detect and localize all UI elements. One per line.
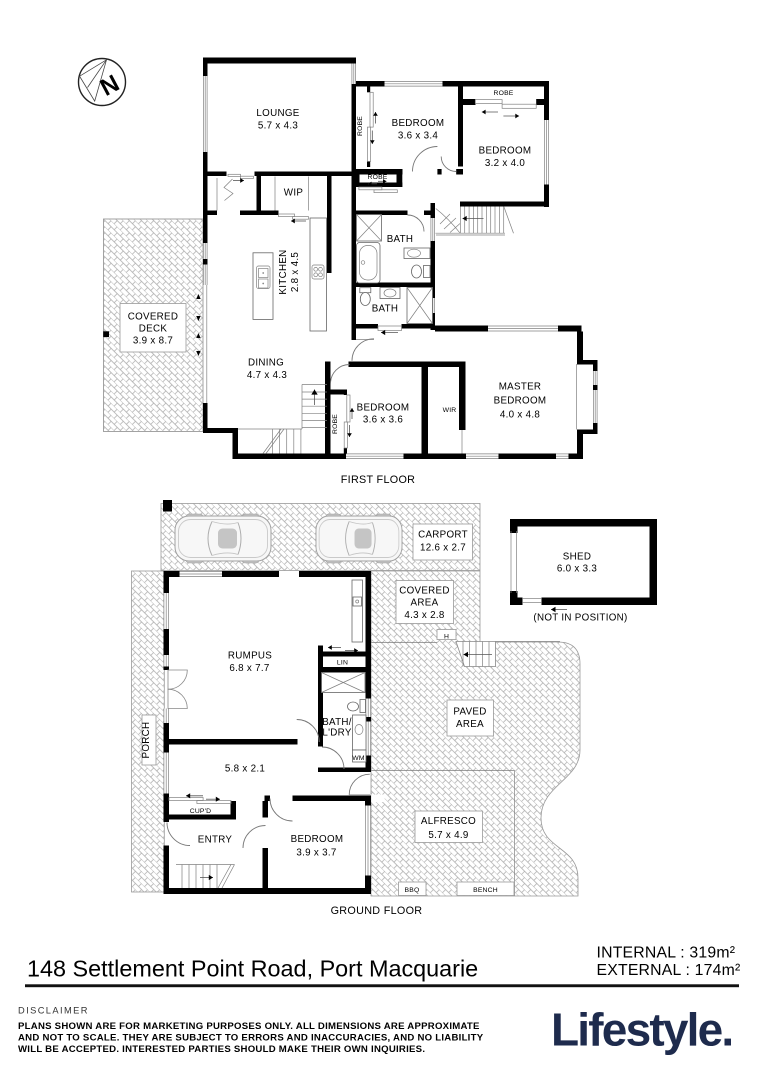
svg-text:2.8 x 4.5: 2.8 x 4.5	[290, 252, 301, 293]
svg-text:WIR: WIR	[443, 407, 457, 414]
svg-text:PLANS SHOWN ARE FOR MARKETING: PLANS SHOWN ARE FOR MARKETING PURPOSES O…	[18, 1021, 480, 1032]
svg-text:BATH: BATH	[387, 234, 414, 245]
svg-text:WM: WM	[352, 755, 365, 762]
svg-text:ROBE: ROBE	[493, 90, 513, 97]
svg-text:3.2 x 4.0: 3.2 x 4.0	[485, 158, 526, 169]
svg-text:PORCH: PORCH	[141, 722, 152, 759]
svg-text:148 Settlement Point Road, Por: 148 Settlement Point Road, Port Macquari…	[27, 956, 478, 982]
svg-text:4.7 x 4.3: 4.7 x 4.3	[247, 370, 288, 381]
svg-text:ENTRY: ENTRY	[198, 835, 233, 846]
svg-text:3.6 x 3.6: 3.6 x 3.6	[363, 415, 404, 426]
svg-text:COVERED: COVERED	[399, 586, 450, 597]
svg-text:ROBE: ROBE	[357, 116, 364, 136]
svg-text:PAVED: PAVED	[453, 707, 486, 718]
svg-text:6.0 x 3.3: 6.0 x 3.3	[557, 564, 598, 575]
svg-text:BATH/: BATH/	[322, 717, 352, 728]
svg-text:MASTER: MASTER	[499, 382, 542, 393]
svg-text:GROUND FLOOR: GROUND FLOOR	[331, 905, 423, 917]
svg-text:BEDROOM: BEDROOM	[479, 146, 532, 157]
svg-text:AND NOT TO SCALE. THEY ARE SUB: AND NOT TO SCALE. THEY ARE SUBJECT TO ER…	[18, 1033, 484, 1044]
svg-text:KITCHEN: KITCHEN	[278, 249, 289, 294]
svg-text:Lifestyle.: Lifestyle.	[551, 1004, 732, 1056]
svg-text:6.8 x 7.7: 6.8 x 7.7	[229, 663, 269, 674]
svg-text:BEDROOM: BEDROOM	[357, 403, 410, 414]
svg-text:DECK: DECK	[139, 324, 168, 335]
svg-text:ROBE: ROBE	[332, 414, 339, 434]
svg-text:BEDROOM: BEDROOM	[392, 118, 445, 129]
svg-text:4.3 x 2.8: 4.3 x 2.8	[404, 610, 445, 621]
svg-text:BEDROOM: BEDROOM	[291, 834, 344, 845]
svg-text:(NOT IN POSITION): (NOT IN POSITION)	[533, 613, 627, 624]
svg-text:12.6 x 2.7: 12.6 x 2.7	[420, 543, 466, 554]
svg-text:FIRST FLOOR: FIRST FLOOR	[341, 474, 416, 486]
svg-text:CUP'D: CUP'D	[190, 808, 212, 815]
svg-text:AREA: AREA	[411, 598, 439, 609]
svg-text:WILL BE ACCEPTED. INTERESTED P: WILL BE ACCEPTED. INTERESTED PARTIES SHO…	[18, 1044, 425, 1055]
svg-text:DISCLAIMER: DISCLAIMER	[18, 1006, 89, 1016]
svg-text:SHED: SHED	[563, 552, 591, 563]
svg-text:BEDROOM: BEDROOM	[494, 396, 547, 407]
svg-text:EXTERNAL : 174m²: EXTERNAL : 174m²	[597, 962, 741, 979]
svg-text:5.8 x 2.1: 5.8 x 2.1	[225, 764, 265, 775]
svg-text:BATH: BATH	[372, 304, 399, 315]
svg-text:4.0 x 4.8: 4.0 x 4.8	[500, 410, 541, 421]
svg-text:ALFRESCO: ALFRESCO	[421, 816, 476, 827]
svg-text:3.6 x 3.4: 3.6 x 3.4	[398, 131, 439, 142]
svg-text:RUMPUS: RUMPUS	[228, 651, 272, 662]
svg-text:AREA: AREA	[456, 719, 484, 730]
svg-text:ROBE: ROBE	[367, 174, 387, 181]
svg-text:INTERNAL : 319m²: INTERNAL : 319m²	[597, 945, 736, 962]
svg-text:5.7 x 4.9: 5.7 x 4.9	[428, 830, 468, 841]
svg-text:H: H	[444, 634, 449, 641]
svg-text:LOUNGE: LOUNGE	[256, 108, 299, 119]
svg-text:DINING: DINING	[248, 358, 284, 369]
svg-text:WIP: WIP	[284, 188, 304, 199]
svg-text:BBQ: BBQ	[405, 887, 420, 894]
svg-text:COVERED: COVERED	[128, 312, 179, 323]
svg-text:LIN: LIN	[337, 660, 348, 667]
svg-text:CARPORT: CARPORT	[418, 530, 468, 541]
svg-text:3.9 x 8.7: 3.9 x 8.7	[133, 336, 173, 347]
svg-text:3.9 x 3.7: 3.9 x 3.7	[296, 848, 336, 859]
svg-text:5.7 x 4.3: 5.7 x 4.3	[258, 121, 299, 132]
svg-text:L'DRY: L'DRY	[322, 728, 351, 739]
svg-text:BENCH: BENCH	[473, 887, 498, 894]
